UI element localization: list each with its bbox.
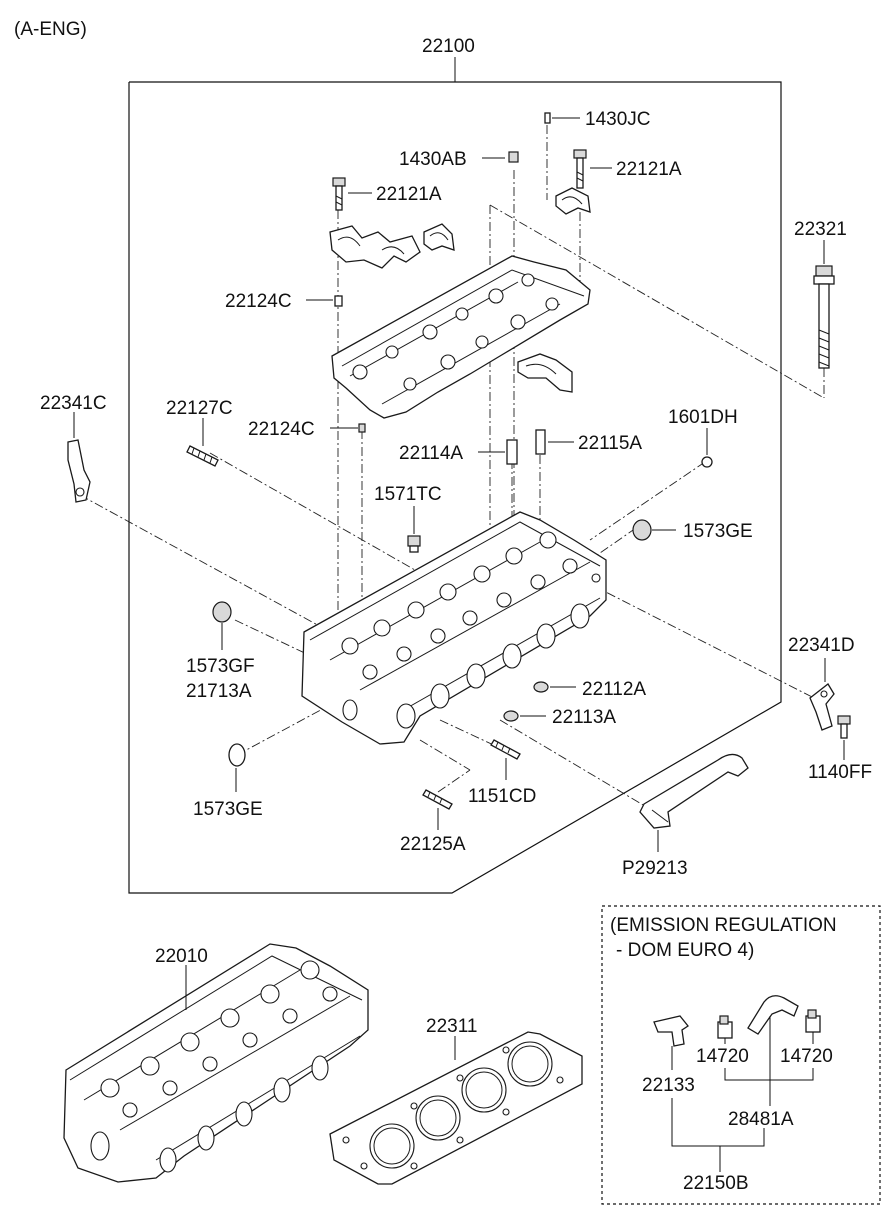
emission-title-line1: (EMISSION REGULATION: [610, 915, 837, 936]
label-22121A-left[interactable]: 22121A: [376, 184, 442, 205]
guide-22114A: [506, 439, 518, 465]
camshaft-carrier: [331, 255, 591, 419]
label-22114A[interactable]: 22114A: [399, 443, 463, 464]
label-22341C[interactable]: 22341C: [40, 393, 107, 414]
plug-1573GE-left: [228, 743, 246, 767]
center-lines: [79, 125, 825, 816]
label-22115A[interactable]: 22115A: [578, 433, 642, 454]
stud-22125A: [422, 789, 453, 810]
clamp-14720-right: [805, 1009, 821, 1033]
assembly-frame: [128, 81, 782, 894]
label-1573GE-left[interactable]: 1573GE: [193, 799, 263, 820]
plug-1573GE-right: [632, 519, 652, 541]
bolt-22121A-right: [573, 149, 587, 189]
label-28481A[interactable]: 28481A: [728, 1109, 794, 1130]
label-14720-right[interactable]: 14720: [780, 1046, 833, 1067]
plug-1573GF: [212, 601, 232, 623]
guide-22115A: [535, 429, 546, 455]
stud-22127C: [186, 445, 219, 467]
leader-lines: [73, 117, 845, 1060]
label-1430AB[interactable]: 1430AB: [399, 149, 467, 170]
tee-22133: [653, 1015, 689, 1047]
emission-leaders: [671, 1016, 814, 1172]
clamp-14720-left: [717, 1015, 733, 1039]
stud-1151CD: [490, 739, 521, 760]
plug-1571TC: [407, 535, 421, 553]
bracket-22341D: [809, 683, 835, 731]
label-22150B[interactable]: 22150B: [683, 1173, 749, 1194]
label-1573GF[interactable]: 1573GF: [186, 656, 255, 677]
label-22010[interactable]: 22010: [155, 946, 208, 967]
bearing-cap-lower: [517, 353, 573, 393]
label-P29213[interactable]: P29213: [622, 858, 688, 879]
bolt-22321: [813, 265, 835, 369]
head-gasket: [329, 1031, 583, 1185]
cylinder-head-assembly: [63, 943, 369, 1183]
seal-22112A: [533, 681, 549, 693]
engine-code: (A-ENG): [14, 19, 87, 40]
label-22121A-right[interactable]: 22121A: [616, 159, 682, 180]
label-22321[interactable]: 22321: [794, 219, 847, 240]
dowel-22124C-top: [334, 295, 343, 307]
label-14720-left[interactable]: 14720: [696, 1046, 749, 1067]
label-22127C[interactable]: 22127C: [166, 398, 233, 419]
label-22100[interactable]: 22100: [422, 36, 475, 57]
bolt-22121A-left: [332, 177, 346, 211]
bearing-cap-middle: [423, 223, 455, 251]
bearing-cap-front: [329, 225, 421, 269]
dowel-22124C-bottom: [358, 423, 366, 433]
label-22112A[interactable]: 22112A: [582, 679, 646, 700]
dowel-1430AB: [508, 151, 519, 163]
label-22125A[interactable]: 22125A: [400, 834, 466, 855]
label-1430JC[interactable]: 1430JC: [585, 109, 651, 130]
label-22311[interactable]: 22311: [426, 1016, 477, 1037]
label-1573GE-right[interactable]: 1573GE: [683, 521, 753, 542]
ball-1601DH: [701, 456, 713, 468]
bracket-22341C: [67, 439, 91, 503]
emission-title-line2: - DOM EURO 4): [616, 940, 754, 961]
bolt-1140FF: [837, 715, 851, 739]
hose-P29213: [639, 753, 749, 829]
hose-28481A: [747, 995, 799, 1035]
label-1151CD[interactable]: 1151CD: [468, 786, 536, 807]
label-22341D[interactable]: 22341D: [788, 635, 855, 656]
label-1140FF[interactable]: 1140FF: [808, 762, 872, 783]
label-22113A[interactable]: 22113A: [552, 707, 616, 728]
cylinder-head: [301, 511, 607, 745]
emission-box: [601, 905, 881, 1205]
label-1571TC[interactable]: 1571TC: [374, 484, 442, 505]
seal-22113A: [503, 710, 519, 722]
label-22124C-top[interactable]: 22124C: [225, 291, 292, 312]
label-22124C-bottom[interactable]: 22124C: [248, 419, 315, 440]
label-21713A[interactable]: 21713A: [186, 681, 252, 702]
bearing-cap-rear: [555, 187, 591, 215]
label-22133[interactable]: 22133: [642, 1075, 695, 1096]
label-1601DH[interactable]: 1601DH: [668, 407, 738, 428]
pin-1430JC: [544, 112, 551, 124]
